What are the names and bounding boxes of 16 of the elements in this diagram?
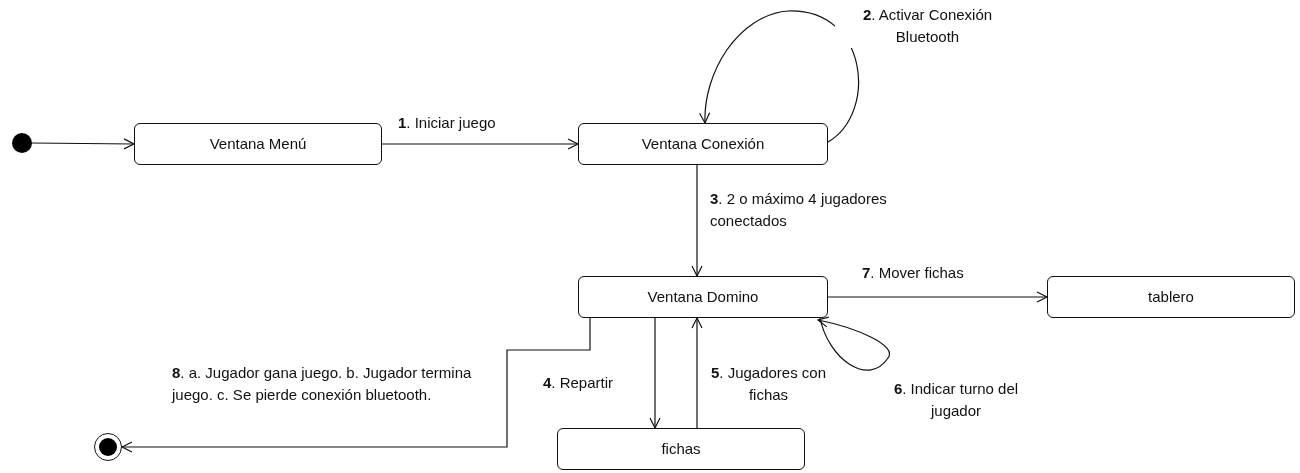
transition-arrow <box>817 316 891 371</box>
state-box: fichas <box>557 428 805 470</box>
transition-arrow <box>121 317 591 453</box>
initial-state <box>12 133 32 153</box>
state-box: Ventana Conexión <box>578 123 828 165</box>
transition-arrow <box>649 317 661 429</box>
state-box: Ventana Menú <box>134 123 382 165</box>
transition-arrow <box>691 317 703 429</box>
final-state <box>94 433 122 461</box>
transition-arrow <box>827 291 1048 303</box>
transition-arrow <box>699 10 860 143</box>
transition-arrow <box>691 164 703 277</box>
transition-arrow <box>381 138 579 150</box>
transition-arrow <box>31 138 135 150</box>
state-box: Ventana Domino <box>578 276 828 318</box>
state-box: tablero <box>1047 276 1295 318</box>
